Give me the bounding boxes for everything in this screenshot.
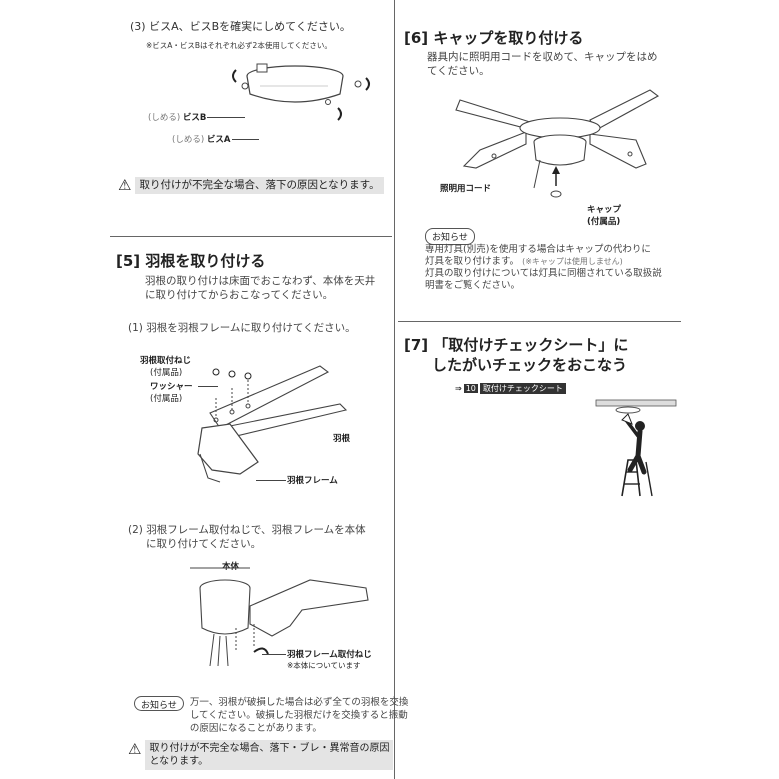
frame-mount-illustration bbox=[190, 567, 369, 667]
step3-warning: ⚠ 取り付けが不完全な場合、落下の原因となります。 bbox=[118, 176, 384, 194]
section6-body-line2: てください。 bbox=[427, 65, 490, 77]
step2-title-line1: (2) 羽根フレーム取付ねじで、羽根フレームを本体 bbox=[128, 524, 366, 536]
checksheet-reference[interactable]: ⇒ 10 取付けチェックシート bbox=[455, 383, 566, 394]
frame-screw-label-note: ※本体についています bbox=[287, 661, 361, 670]
bis-b-label: (しめる) ビスB bbox=[148, 111, 206, 123]
frame-screw-label-text: 羽根フレーム取付ねじ bbox=[287, 650, 372, 660]
section6-body-line1: 器具内に照明用コードを収めて、キャップをはめ bbox=[427, 51, 658, 63]
notice-badge: お知らせ bbox=[134, 696, 184, 711]
step3-warning-text: 取り付けが不完全な場合、落下の原因となります。 bbox=[135, 176, 384, 194]
section7-heading-line2: したがいチェックをおこなう bbox=[432, 356, 628, 374]
section6-notice-line4: 明書をご覧ください。 bbox=[425, 280, 521, 291]
frame-screw-label: 羽根フレーム取付ねじ ※本体についています bbox=[287, 648, 372, 671]
section6-notice-badge: お知らせ bbox=[425, 228, 475, 245]
ladder-check-illustration bbox=[595, 399, 677, 497]
section5-notice-line3: の原因になることがあります。 bbox=[189, 723, 322, 734]
warning-icon: ⚠ bbox=[118, 176, 132, 194]
washer-label-line2: (付属品) bbox=[150, 394, 183, 404]
frame-screw-leader bbox=[262, 654, 286, 655]
divider-right-mid bbox=[398, 321, 681, 322]
blade-screw-label-line2: (付属品) bbox=[150, 368, 183, 378]
section6-body: 器具内に照明用コードを収めて、キャップをはめ てください。 bbox=[427, 50, 657, 78]
warning-icon: ⚠ bbox=[128, 740, 142, 758]
reference-number: 10 bbox=[463, 384, 478, 393]
section5-notice: お知らせ 万一、羽根が破損した場合は必ず全ての羽根を交換 してください。破損した… bbox=[134, 696, 408, 735]
step2-title: (2) 羽根フレーム取付ねじで、羽根フレームを本体 に取り付けてください。 bbox=[128, 523, 366, 551]
section5-notice-line1: 万一、羽根が破損した場合は必ず全ての羽根を交換 bbox=[189, 697, 409, 708]
washer-label: ワッシャー (付属品) bbox=[150, 380, 193, 404]
blade-label: 羽根 bbox=[333, 434, 351, 444]
bis-a-leader bbox=[232, 139, 259, 140]
blade-screw-label-line1: 羽根取付ねじ bbox=[140, 356, 192, 366]
step3-title: (3) ビスA、ビスBを確実にしめてください。 bbox=[130, 20, 351, 33]
section5-warning-line1: 取り付けが不完全な場合、落下・ブレ・異常音の原因 bbox=[149, 743, 390, 754]
reference-label: 取付けチェックシート bbox=[479, 383, 566, 394]
bis-b-leader bbox=[207, 117, 245, 118]
section6-notice-line1: 専用灯具(別売)を使用する場合はキャップの代わりに bbox=[425, 244, 651, 255]
section5-warning-line2: となります。 bbox=[149, 756, 209, 767]
section7-heading-line1: [7] 「取付けチェックシート」に bbox=[404, 336, 629, 354]
cap-label-line1: キャップ bbox=[587, 205, 622, 215]
bis-a-text: ビスA bbox=[206, 135, 231, 145]
section6-notice-line2-note: (※キャップは使用しません) bbox=[522, 257, 623, 266]
washer-label-line1: ワッシャー bbox=[150, 382, 193, 392]
section5-body: 羽根の取り付けは床面でおこなわず、本体を天井 に取り付けてからおこなってください… bbox=[145, 274, 375, 302]
section5-body-line2: に取り付けてからおこなってください。 bbox=[145, 289, 334, 301]
blade-screw-label: 羽根取付ねじ (付属品) bbox=[140, 354, 191, 378]
section6-notice: 専用灯具(別売)を使用する場合はキャップの代わりに 灯具を取り付けます。 (※キ… bbox=[425, 244, 662, 292]
section5-heading: [5] 羽根を取り付ける bbox=[116, 252, 266, 270]
bis-b-text: ビスB bbox=[182, 113, 207, 123]
column-divider bbox=[394, 0, 395, 779]
frame-label: 羽根フレーム bbox=[287, 476, 338, 486]
body-label: 本体 bbox=[222, 562, 240, 572]
cap-illustration bbox=[455, 89, 660, 198]
cord-label: 照明用コード bbox=[440, 184, 492, 194]
step2-title-line2: に取り付けてください。 bbox=[146, 538, 262, 550]
ceiling-base-illustration bbox=[232, 63, 370, 121]
reference-arrow-icon: ⇒ bbox=[455, 384, 462, 393]
divider-left-top bbox=[110, 236, 392, 237]
frame-leader bbox=[256, 480, 286, 481]
section6-notice-line2: 灯具を取り付けます。 bbox=[425, 256, 520, 267]
bis-a-prefix: (しめる) bbox=[172, 135, 205, 145]
section6-notice-line3: 灯具の取り付けについては灯具に同梱されている取扱説 bbox=[425, 268, 662, 279]
washer-leader bbox=[198, 386, 218, 387]
step1-title: (1) 羽根を羽根フレームに取り付けてください。 bbox=[128, 322, 356, 334]
section6-heading: [6] キャップを取り付ける bbox=[404, 29, 584, 47]
step3-note: ※ビスA・ビスBはそれぞれ必ず2本使用してください。 bbox=[146, 41, 332, 50]
section5-body-line1: 羽根の取り付けは床面でおこなわず、本体を天井 bbox=[145, 275, 376, 287]
cap-label: キャップ (付属品) bbox=[587, 203, 621, 227]
blade-frame-illustration bbox=[197, 365, 348, 483]
bis-b-prefix: (しめる) bbox=[148, 113, 181, 123]
cap-label-line2: (付属品) bbox=[587, 217, 621, 227]
section5-notice-line2: してください。破損した羽根だけを交換すると振動 bbox=[189, 710, 408, 721]
bis-a-label: (しめる) ビスA bbox=[172, 133, 230, 145]
section7-heading: [7] 「取付けチェックシート」に したがいチェックをおこなう bbox=[404, 335, 628, 375]
section5-warning: ⚠ 取り付けが不完全な場合、落下・ブレ・異常音の原因 となります。 bbox=[128, 740, 394, 770]
